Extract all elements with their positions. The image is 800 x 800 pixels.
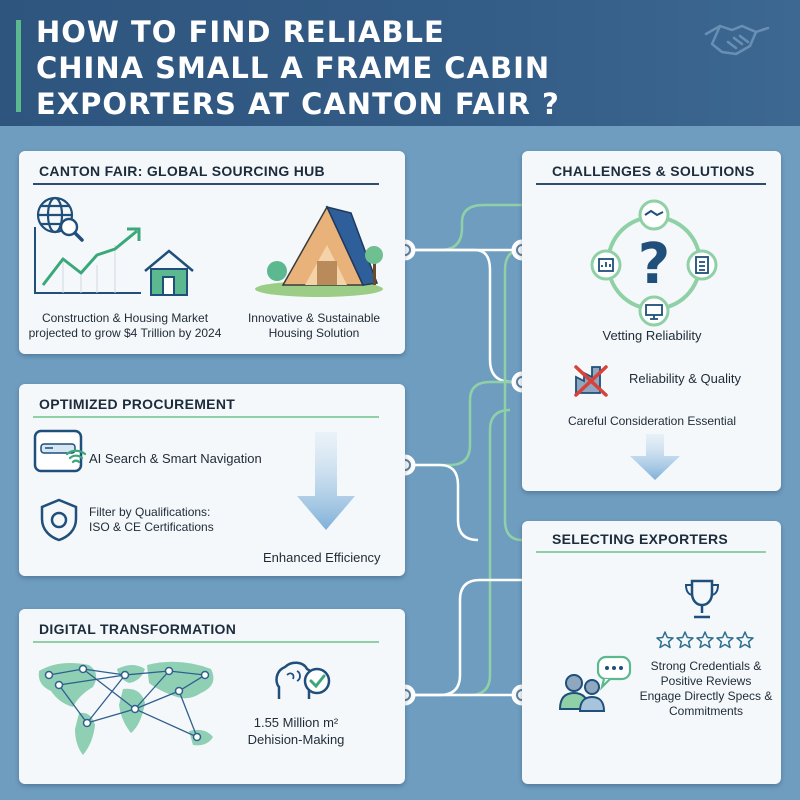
title-line-1: HOW TO FIND RELIABLE	[36, 15, 445, 49]
card-global-sourcing-hub: CANTON FAIR: GLOBAL SOURCING HUB Constru…	[19, 151, 405, 354]
globe-search-icon	[36, 196, 84, 242]
a-frame-cabin-icon	[255, 205, 383, 297]
page-title: HOW TO FIND RELIABLE CHINA SMALL A FRAME…	[36, 14, 636, 122]
title-line-2: CHINA SMALL A FRAME CABIN	[36, 51, 551, 85]
card-digital-transformation: DIGITAL TRANSFORMATION 1.55 Million m² D…	[19, 609, 405, 784]
title-underline	[33, 641, 379, 643]
tablet-icon	[33, 429, 87, 473]
housing-line-1: Innovative & Sustainable	[247, 311, 381, 325]
card-optimized-procurement: OPTIMIZED PROCUREMENT AI Search & Smart …	[19, 384, 405, 576]
criteria-line-3: Engage Directly Specs &	[639, 689, 773, 703]
handshake-icon	[704, 24, 770, 56]
vetting-reliability-text: Vetting Reliability	[602, 328, 702, 343]
card-title: SELECTING EXPORTERS	[552, 531, 729, 547]
people-chat-icon	[558, 655, 632, 712]
star-icon	[676, 631, 694, 649]
qualification-filter-text: Filter by Qualifications: ISO & CE Certi…	[89, 505, 214, 535]
exporter-criteria-text: Strong Credentials & Positive Reviews En…	[632, 659, 780, 719]
reliability-quality-text: Reliability & Quality	[629, 371, 741, 386]
question-cycle-icon: ?	[590, 199, 718, 327]
header-banner: HOW TO FIND RELIABLE CHINA SMALL A FRAME…	[0, 0, 800, 126]
filter-line-2: ISO & CE Certifications	[89, 520, 214, 534]
svg-text:?: ?	[638, 232, 670, 297]
ai-search-text: AI Search & Smart Navigation	[89, 451, 262, 466]
down-arrow-icon	[630, 434, 680, 480]
efficiency-text: Enhanced Efficiency	[263, 550, 381, 565]
market-line-1: Construction & Housing Market	[41, 311, 209, 325]
title-underline	[33, 416, 379, 418]
card-title: CHALLENGES & SOLUTIONS	[552, 163, 755, 179]
criteria-line-1: Strong Credentials &	[650, 659, 762, 673]
house-icon	[144, 249, 194, 296]
rating-stars	[656, 631, 754, 649]
title-underline	[33, 183, 379, 185]
housing-line-2: Housing Solution	[268, 326, 360, 340]
star-icon	[656, 631, 674, 649]
star-icon	[716, 631, 734, 649]
star-icon	[736, 631, 754, 649]
world-map-network-icon	[38, 661, 214, 755]
title-underline	[536, 551, 766, 553]
careful-consideration-text: Careful Consideration Essential	[567, 414, 737, 428]
title-underline	[536, 183, 766, 185]
factory-cross-icon	[574, 365, 608, 397]
star-icon	[696, 631, 714, 649]
market-line-2: projected to grow $4 Trillion by 2024	[28, 326, 222, 340]
shield-icon	[40, 498, 78, 542]
title-line-3: EXPORTERS AT CANTON FAIR ?	[36, 87, 560, 121]
card-selecting-exporters: SELECTING EXPORTERS Strong Credentials &…	[522, 521, 781, 784]
down-arrow-icon	[297, 432, 355, 530]
stat-text: 1.55 Million m²	[253, 715, 339, 730]
criteria-line-2: Positive Reviews	[660, 674, 752, 688]
brain-check-icon	[275, 661, 331, 699]
growth-chart-icon	[34, 227, 141, 294]
decision-making-text: Dehision-Making	[247, 732, 345, 747]
card-title: CANTON FAIR: GLOBAL SOURCING HUB	[39, 163, 325, 179]
filter-line-1: Filter by Qualifications:	[89, 505, 211, 519]
criteria-line-4: Commitments	[668, 704, 743, 718]
trophy-icon	[684, 579, 720, 619]
card-title: DIGITAL TRANSFORMATION	[39, 621, 237, 637]
banner-accent-bar	[16, 20, 21, 112]
card-title: OPTIMIZED PROCUREMENT	[39, 396, 236, 412]
housing-solution-text: Innovative & Sustainable Housing Solutio…	[231, 311, 397, 341]
market-growth-text: Construction & Housing Market projected …	[25, 311, 225, 341]
card-challenges-solutions: CHALLENGES & SOLUTIONS ? Vetting Reliabi…	[522, 151, 781, 491]
